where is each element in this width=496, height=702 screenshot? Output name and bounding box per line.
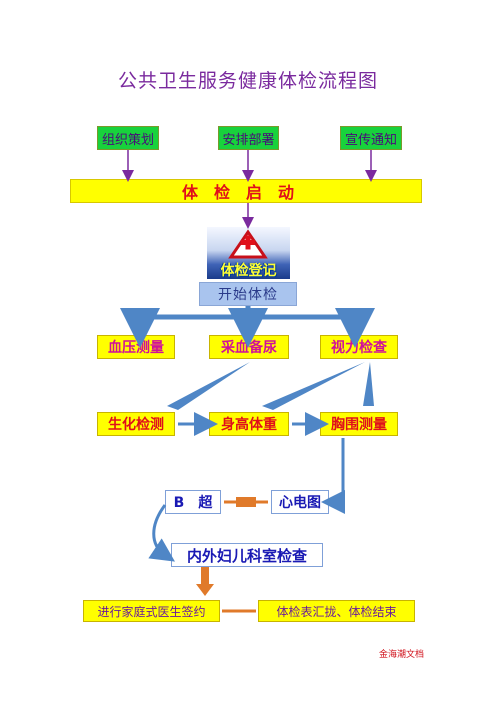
b-ultrasound-box: B 超 [165,490,221,514]
page-title: 公共卫生服务健康体检流程图 [117,70,378,92]
start-exam-box: 开始体检 [199,282,297,306]
arrow-specialist-head [196,584,214,596]
doctor-contract-box: 进行家庭式医生签约 [83,600,220,622]
zigzag-3 [363,362,374,406]
ecg-box: 心电图 [271,490,329,514]
specialist-box: 内外妇儿科室检查 [171,543,323,567]
arrow-specialist-shaft [201,567,209,585]
biochem-box: 生化检测 [97,412,175,436]
arrow-chest-ecg [321,438,345,514]
registration-label: 体检登记 [220,263,277,279]
prep-box-plan: 组织策划 [97,126,159,150]
arrow-b-specialist [148,504,175,562]
link-b-ecg-node [236,497,256,507]
prep-box-notice: 宣传通知 [340,126,402,150]
height-weight-box: 身高体重 [209,412,289,436]
registration-logo [207,227,290,279]
chest-box: 胸围测量 [320,412,398,436]
footer-watermark: 金海潮文档 [378,650,424,660]
zigzag-2 [262,362,365,410]
prep-box-deploy: 安排部署 [218,126,279,150]
zigzag-1 [167,362,250,410]
red-cross-icon [228,229,268,259]
exam-end-box: 体检表汇拢、体检结束 [258,600,415,622]
branch-bar [140,306,355,320]
